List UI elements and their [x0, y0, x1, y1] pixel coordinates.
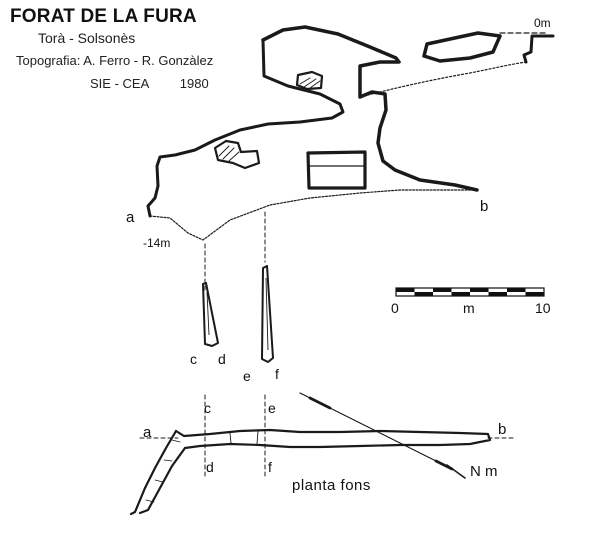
- scale-unit-label: m: [463, 300, 475, 316]
- section-label-f: f: [275, 366, 279, 382]
- section-ef-inner: [265, 277, 269, 351]
- boulder-top: [295, 70, 324, 91]
- elevation-profile: [146, 25, 555, 291]
- year-label: 1980: [179, 76, 209, 91]
- plan-label-f: f: [268, 459, 272, 475]
- cave-title: FORAT DE LA FURA: [10, 6, 197, 27]
- section-label-d: d: [218, 351, 226, 367]
- plan-end-b: b: [498, 421, 506, 438]
- section-cd-inner: [206, 291, 210, 336]
- plan-label-d: d: [206, 459, 214, 475]
- upper-rock: [261, 25, 479, 192]
- plan-gallery: [174, 428, 492, 450]
- north-arrow-mark-top: [308, 396, 332, 410]
- scale-bar: [395, 287, 545, 297]
- organization-label: SIE - CEA: [90, 76, 149, 91]
- plan-label-c: c: [204, 400, 211, 416]
- elevation-end-a: a: [126, 209, 135, 226]
- block-box: [306, 150, 367, 190]
- depth-bottom-label: -14m: [143, 236, 170, 250]
- scale-end-label: 10: [535, 300, 551, 316]
- section-cd: [202, 282, 219, 347]
- plan-branch-hatch: [145, 439, 181, 503]
- section-label-c: c: [190, 351, 197, 367]
- elevation-end-b: b: [480, 198, 488, 215]
- left-ceiling: [146, 38, 345, 218]
- plan-end-a: a: [143, 424, 152, 441]
- cave-floor: [149, 189, 478, 241]
- plan-branch: [129, 429, 187, 516]
- survey-credit: Topografia: A. Ferro - R. Gonzàlez: [16, 53, 214, 68]
- section-ef: [261, 265, 274, 363]
- scale-start-label: 0: [391, 300, 399, 316]
- section-label-e: e: [243, 368, 251, 384]
- boulder-pair: [213, 139, 261, 170]
- north-label: N m: [470, 463, 498, 480]
- entrance-wall: [522, 34, 555, 64]
- plan-detail: [229, 430, 259, 445]
- north-arrow-head: [446, 464, 466, 479]
- cross-sections: [202, 265, 274, 363]
- depth-top-label: 0m: [534, 16, 551, 30]
- plan-caption: planta fons: [292, 477, 371, 494]
- plan-view: [129, 392, 516, 516]
- boulder-pair-hatch: [218, 145, 240, 162]
- plan-label-e: e: [268, 400, 276, 416]
- roof-block: [422, 31, 502, 63]
- organization-year: SIE - CEA 1980: [90, 76, 209, 91]
- location-label: Torà - Solsonès: [38, 30, 136, 46]
- ceiling-surface: [359, 61, 527, 98]
- boulder-top-hatch: [299, 77, 321, 89]
